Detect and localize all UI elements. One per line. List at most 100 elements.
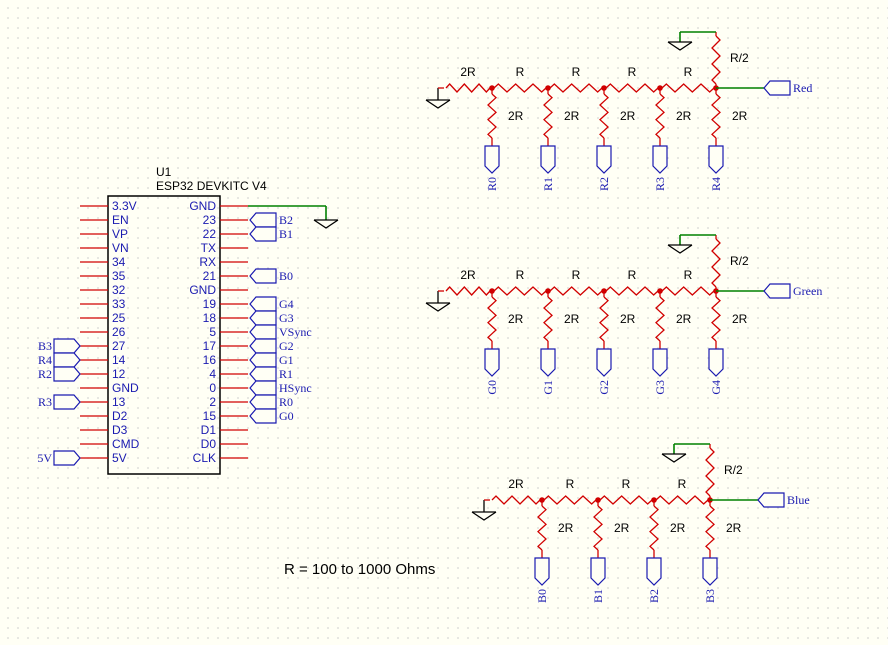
shunt-resistor-label: 2R — [620, 312, 636, 326]
series-resistor — [493, 83, 547, 93]
series-resistor — [491, 495, 541, 505]
top-resistor — [711, 238, 721, 288]
net-label: Red — [793, 81, 812, 95]
net-port-flag — [53, 352, 81, 368]
bit-label: R3 — [653, 177, 667, 191]
right-pin-label: 2 — [209, 395, 216, 409]
net-port-flag — [249, 226, 277, 242]
series-resistor — [493, 286, 547, 296]
right-pin-label: CLK — [193, 451, 216, 465]
series-resistor — [549, 286, 603, 296]
bit-label: R4 — [709, 177, 723, 191]
net-port-flag — [249, 268, 277, 284]
net-label: HSync — [279, 381, 312, 395]
net-port-flag — [249, 310, 277, 326]
right-pin-label: 17 — [203, 339, 217, 353]
bit-label: B1 — [591, 589, 605, 603]
left-pin-label: D2 — [112, 409, 128, 423]
right-pin-label: 23 — [203, 213, 217, 227]
series-resistor-label: 2R — [508, 477, 524, 491]
series-resistor — [445, 83, 491, 93]
net-label: VSync — [279, 325, 312, 339]
left-pin-label: EN — [112, 213, 129, 227]
right-pin-label: RX — [199, 255, 216, 269]
chip-designator: U1 — [156, 165, 172, 179]
shunt-resistor-label: 2R — [676, 109, 692, 123]
series-resistor-label: R — [684, 268, 693, 282]
bit-port-flag — [484, 145, 500, 174]
right-pin-label: 16 — [203, 353, 217, 367]
bit-port-flag — [708, 145, 724, 174]
net-port-flag — [249, 394, 277, 410]
net-port-flag — [53, 366, 81, 382]
bit-port-flag — [540, 145, 556, 174]
series-resistor-label: R — [628, 268, 637, 282]
right-pin-label: 19 — [203, 297, 217, 311]
shunt-resistor — [649, 505, 659, 551]
net-label: R3 — [38, 395, 52, 409]
right-pin-label: 21 — [203, 269, 217, 283]
series-resistor-label: R — [572, 65, 581, 79]
net-label: B0 — [279, 269, 293, 283]
bit-label: G1 — [541, 380, 555, 395]
shunt-resistor — [711, 93, 721, 139]
bit-label: G0 — [485, 380, 499, 395]
shunt-resistor-label: 2R — [558, 521, 574, 535]
left-pin-label: 35 — [112, 269, 126, 283]
shunt-resistor — [593, 505, 603, 551]
right-pin-label: 18 — [203, 311, 217, 325]
shunt-resistor — [655, 93, 665, 139]
ground-symbol — [471, 511, 497, 521]
series-resistor-label: R — [622, 477, 631, 491]
net-label: R2 — [38, 367, 52, 381]
bit-label: B2 — [647, 589, 661, 603]
left-pin-label: VP — [112, 227, 128, 241]
left-pin-label: VN — [112, 241, 129, 255]
shunt-resistor — [487, 93, 497, 139]
series-resistor-label: R — [516, 268, 525, 282]
right-pin-label: GND — [189, 283, 216, 297]
left-pin-label: D3 — [112, 423, 128, 437]
bit-port-flag — [646, 557, 662, 586]
chip-gnd-connection — [220, 205, 339, 229]
series-resistor-label: 2R — [460, 268, 476, 282]
shunt-resistor-label: 2R — [620, 109, 636, 123]
shunt-resistor — [655, 296, 665, 342]
bit-label: R1 — [541, 177, 555, 191]
series-resistor — [445, 286, 491, 296]
net-label: B1 — [279, 227, 293, 241]
shunt-resistor — [599, 93, 609, 139]
left-pin-label: 3.3V — [112, 199, 137, 213]
left-pin-label: CMD — [112, 437, 140, 451]
net-label: G2 — [279, 339, 294, 353]
series-resistor — [661, 286, 715, 296]
esp32-module: U1 ESP32 DEVKITC V4 3.3VENVPVN3435323325… — [37, 165, 312, 475]
net-port-flag — [53, 338, 81, 354]
net-label: Blue — [787, 493, 810, 507]
ground-symbol — [425, 302, 451, 312]
shunt-resistor-label: 2R — [732, 109, 748, 123]
chip-body — [107, 195, 221, 475]
net-label: B3 — [38, 339, 52, 353]
shunt-resistor-label: 2R — [564, 109, 580, 123]
series-resistor — [655, 495, 709, 505]
right-pin-label: 15 — [203, 409, 217, 423]
net-label: B2 — [279, 213, 293, 227]
net-port-flag — [53, 450, 81, 466]
bit-port-flag — [702, 557, 718, 586]
right-pin-label: D1 — [201, 423, 217, 437]
top-resistor-label: R/2 — [730, 254, 749, 268]
series-resistor-label: R — [628, 65, 637, 79]
bit-label: R2 — [597, 177, 611, 191]
left-pin-label: 32 — [112, 283, 126, 297]
shunt-resistor — [711, 296, 721, 342]
top-resistor-label: R/2 — [724, 463, 743, 477]
shunt-resistor-label: 2R — [508, 109, 524, 123]
bit-port-flag — [596, 145, 612, 174]
chip-pins: 3.3VENVPVN343532332526271412GND13D2D3CMD… — [37, 199, 312, 466]
right-pin-label: TX — [201, 241, 216, 255]
right-pin-label: D0 — [201, 437, 217, 451]
